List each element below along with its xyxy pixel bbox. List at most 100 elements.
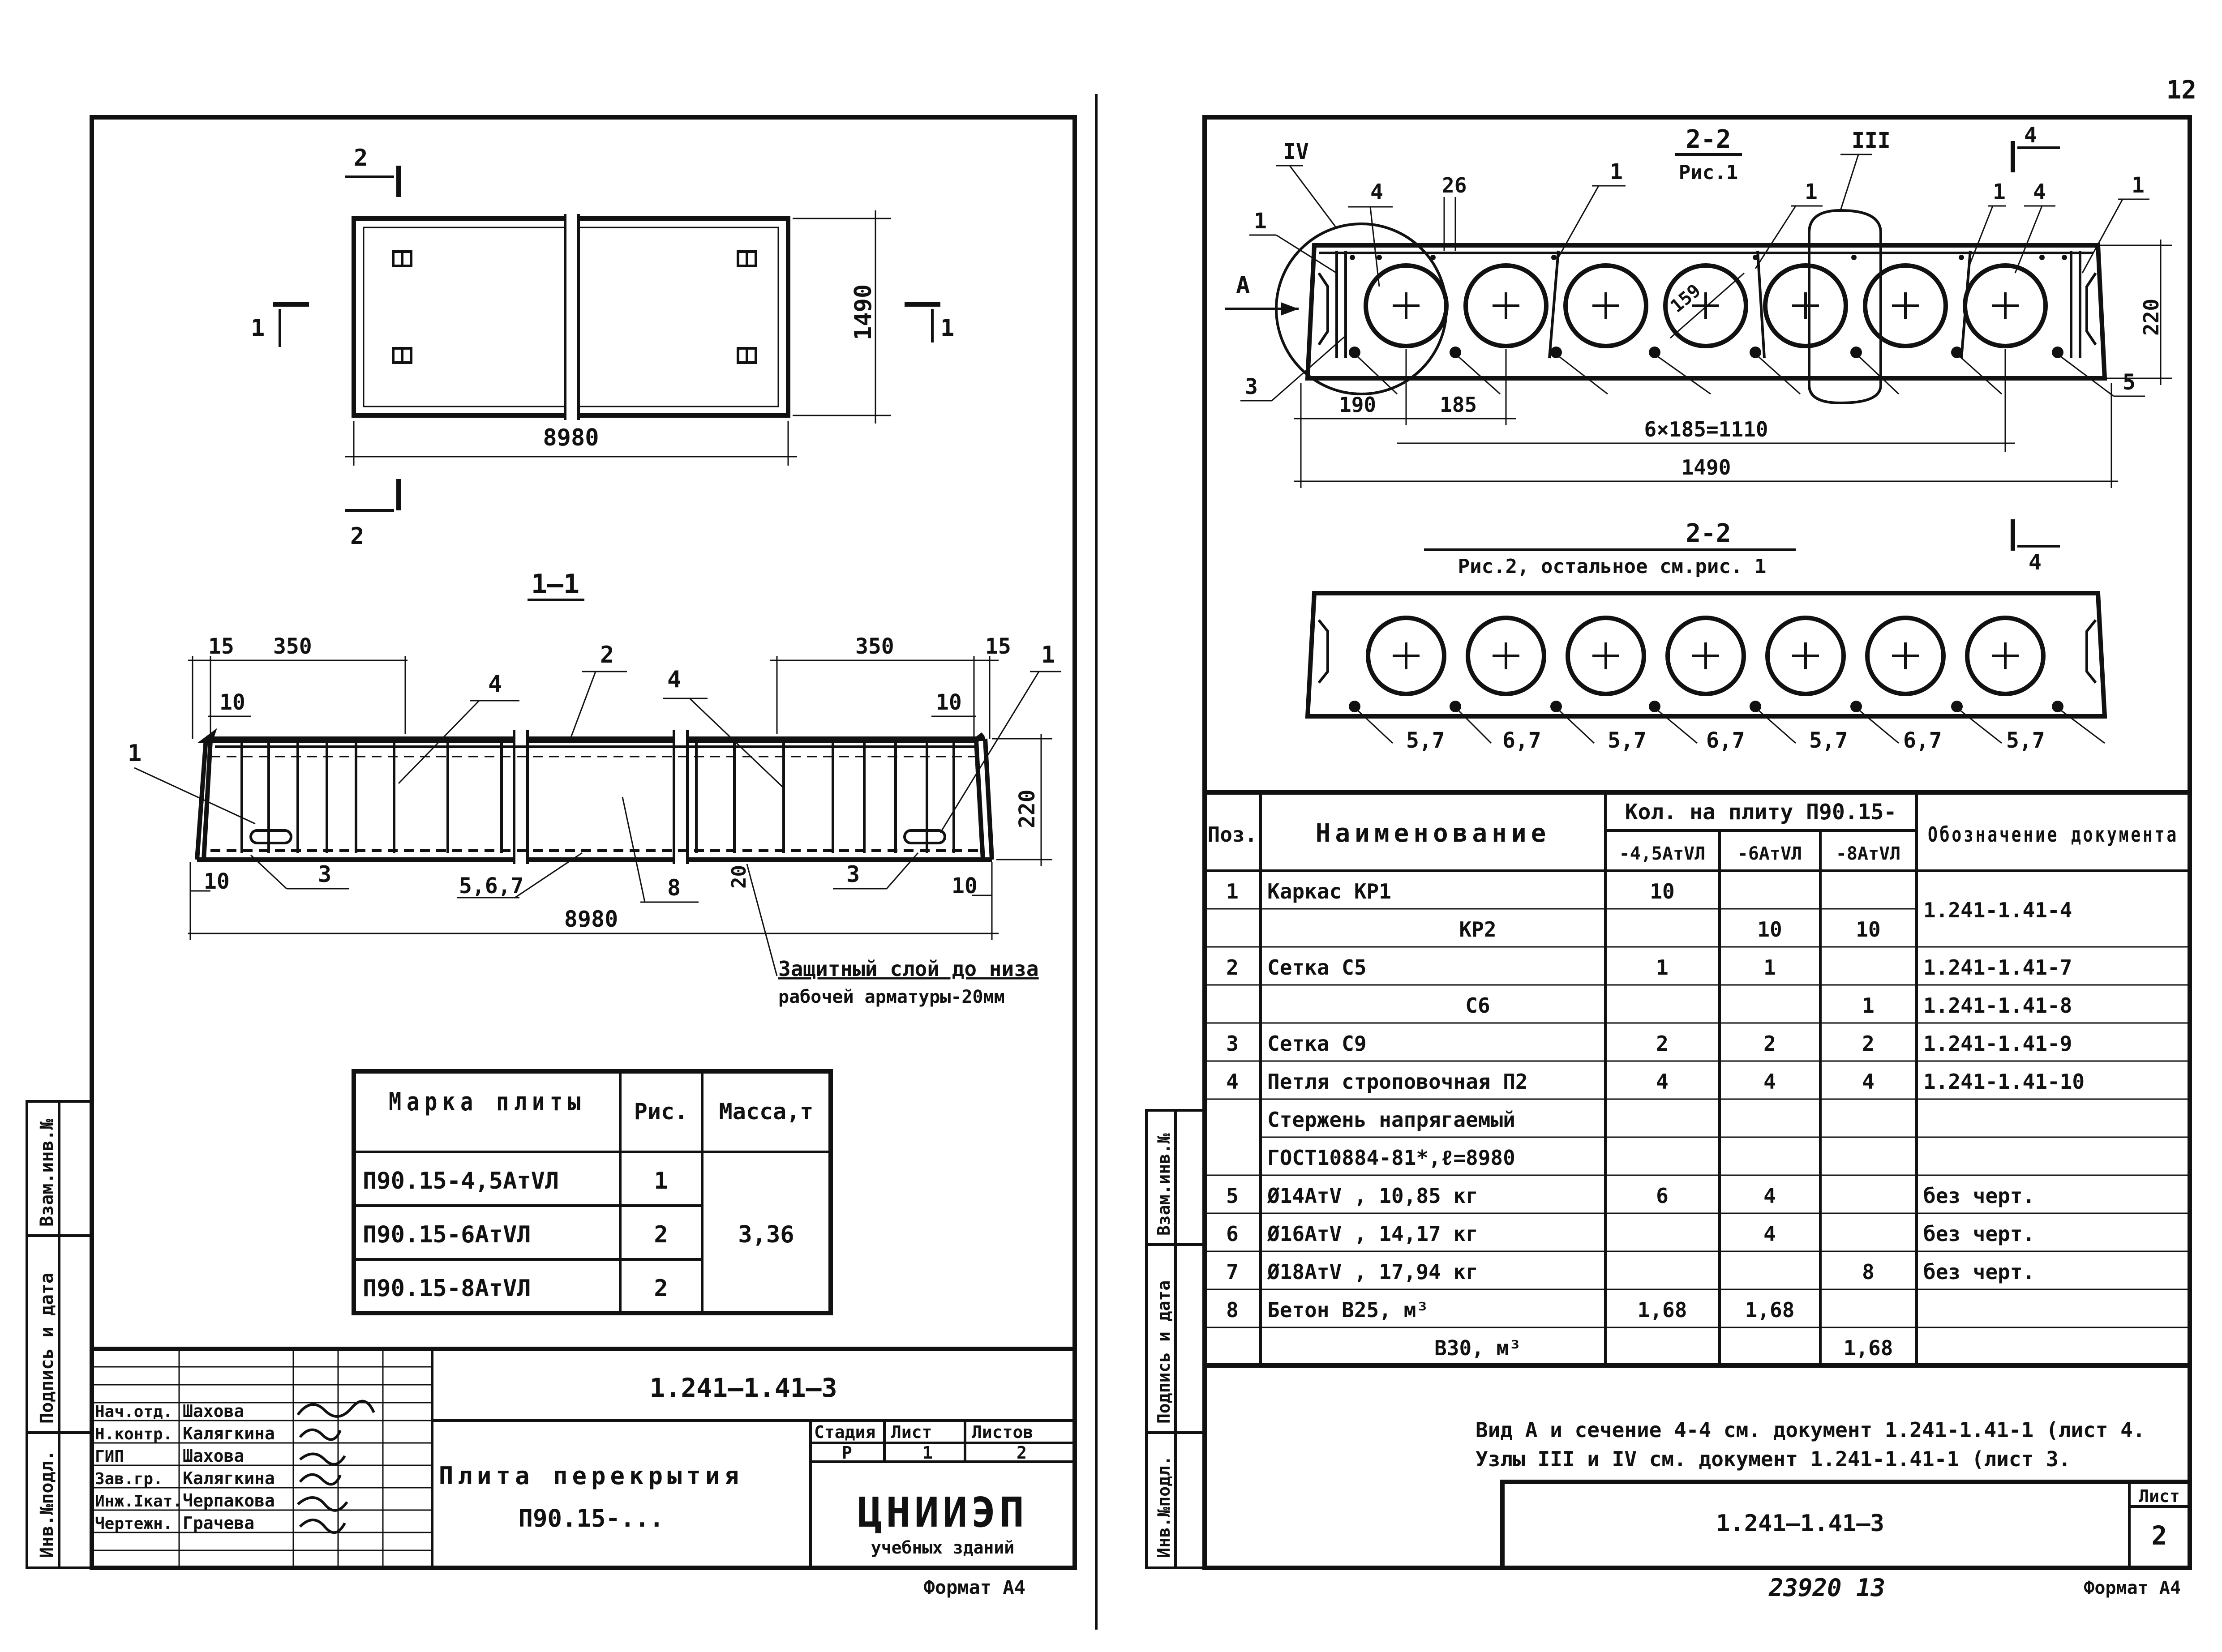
- spec-cell-q2: 4: [1763, 1184, 1776, 1208]
- spec-cell-q3: 1,68: [1844, 1336, 1893, 1360]
- section-bottom-dimensions: 8980 10 10 20: [188, 862, 999, 940]
- svg-text:4: 4: [1370, 180, 1383, 205]
- plan-lifting-loops: [392, 250, 757, 364]
- svg-text:5,7: 5,7: [2006, 728, 2045, 753]
- spec-cell-name: С6: [1465, 993, 1490, 1018]
- fig1-void-4: [1663, 263, 1748, 348]
- cover-note: Защитный слой до низа рабочей арматуры-2…: [746, 864, 1039, 1007]
- svg-text:20: 20: [728, 865, 751, 889]
- svg-text:350: 350: [855, 634, 894, 659]
- spec-cell-q1: 2: [1656, 1031, 1669, 1056]
- spec-header-doc: Обозначение документа: [1928, 822, 2179, 847]
- spec-cell-doc: без черт.: [1923, 1184, 2035, 1208]
- left-side-label-inv: Инв.№подл.: [37, 1450, 57, 1558]
- plan-width-dimension: 1490: [793, 210, 891, 424]
- fig2-slab-outline: [1305, 591, 2107, 719]
- section-callouts: 1 4 2 4 1 3 5,6,7 8: [128, 642, 1061, 903]
- spec-cell-q1: 10: [1650, 879, 1674, 903]
- marks-header-mark: Марка плиты: [389, 1087, 586, 1117]
- right-note-line1: Вид А и сечение 4-4 см. документ 1.241-1…: [1476, 1418, 2145, 1442]
- section-left-cage: [240, 743, 503, 853]
- marks-table: Марка плиты Рис. Масса,т П90.15-4,5АтVЛ …: [352, 1069, 833, 1315]
- svg-text:185: 185: [1440, 393, 1477, 417]
- spec-cell-name: ГОСТ10884-81*,ℓ=8980: [1267, 1146, 1515, 1170]
- fig1-cages: [1335, 250, 2081, 359]
- spec-header-sub-3: -8АтVЛ: [1836, 843, 1901, 864]
- spec-cell-pos: 5: [1226, 1184, 1239, 1208]
- spec-cell-doc: без черт.: [1923, 1222, 2035, 1246]
- spec-cell-q2: 10: [1757, 917, 1782, 942]
- spec-cell-q3: 10: [1856, 917, 1880, 942]
- spec-header-sub-1: -4,5АтVЛ: [1619, 843, 1706, 864]
- fig1-slab-outline: [1305, 243, 2107, 381]
- section-4-mark-bottom: 4: [2011, 519, 2060, 575]
- svg-text:3: 3: [846, 861, 860, 887]
- spec-cell-name: Сетка С5: [1267, 955, 1367, 980]
- svg-text:10: 10: [952, 873, 978, 899]
- svg-text:26: 26: [1442, 173, 1467, 197]
- left-title-line1: Плита перекрытия: [439, 1462, 743, 1490]
- spec-cell-q3: 1: [1862, 993, 1875, 1018]
- section-2-2-fig1: 2-2 Рис.1 159: [1225, 123, 2172, 488]
- section-slab-profile: [197, 728, 986, 862]
- view-a-label: А: [1236, 272, 1250, 299]
- svg-text:4: 4: [2029, 550, 2042, 575]
- section-break-gap-1: [514, 730, 528, 864]
- right-format: Формат А4: [2084, 1578, 2181, 1598]
- section-top-dimensions: 15 350 10 350 15 10: [188, 634, 1011, 739]
- fig2-bar-labels: 5,7 6,7 5,7 6,7 5,7 6,7 5,7: [1356, 709, 2105, 753]
- svg-text:1: 1: [128, 740, 142, 767]
- svg-text:1: 1: [1805, 180, 1818, 205]
- spec-cell-name: Стержень напрягаемый: [1267, 1108, 1515, 1132]
- svg-text:4: 4: [2033, 180, 2046, 205]
- spec-cell-pos: 2: [1226, 955, 1239, 980]
- spec-header-pos: Поз.: [1208, 822, 1257, 847]
- role-3: ГИП: [95, 1447, 124, 1466]
- svg-text:15: 15: [985, 634, 1011, 659]
- spec-cell-q2: 4: [1763, 1222, 1776, 1246]
- svg-text:5,7: 5,7: [1608, 728, 1647, 753]
- section-loop-left: [249, 829, 292, 844]
- svg-text:1: 1: [2132, 173, 2145, 198]
- marks-row-1-mark: П90.15-4,5АтVЛ: [363, 1168, 559, 1194]
- spec-cell-q1: 4: [1656, 1070, 1669, 1094]
- section-break-gap-2: [674, 730, 687, 864]
- spec-row-lines: [1205, 908, 2190, 1328]
- svg-text:2: 2: [600, 642, 614, 668]
- fig1-void-6: [1863, 263, 1948, 348]
- section-1-1: 1—1: [128, 569, 1061, 1007]
- sheet-label: Лист: [891, 1422, 932, 1442]
- right-doc-code: 1.241—1.41—3: [1716, 1510, 1884, 1537]
- section-mark-2-bottom: 2: [345, 479, 401, 550]
- marks-header-mass: Масса,т: [719, 1099, 814, 1125]
- spec-cell-pos: 8: [1226, 1298, 1239, 1322]
- section-2-2-fig2: 2-2 Рис.2, остальное см.рис. 1 4: [1305, 519, 2107, 753]
- right-sheet-label: Лист: [2139, 1486, 2180, 1506]
- svg-text:1: 1: [940, 315, 954, 342]
- plan-view: 2 2 1 1 1490: [251, 145, 954, 550]
- stage-value: Р: [842, 1443, 852, 1463]
- svg-text:10: 10: [204, 869, 230, 894]
- spec-cell-name: В30, м³: [1434, 1336, 1521, 1360]
- node-iii-label: III: [1852, 128, 1891, 153]
- name-2: Калягкина: [183, 1424, 275, 1443]
- marks-row-2-fig: 2: [654, 1221, 668, 1248]
- node-iv-circle: [1275, 223, 1448, 395]
- sheets-label: Листов: [972, 1422, 1033, 1442]
- svg-text:350: 350: [273, 634, 312, 659]
- svg-text:15: 15: [208, 634, 234, 659]
- page-number: 12: [2166, 76, 2196, 105]
- name-5: Черпакова: [183, 1491, 275, 1511]
- marks-row-3-fig: 2: [654, 1275, 668, 1302]
- svg-text:1490: 1490: [1682, 455, 1731, 479]
- section-4-mark-top: 4: [2011, 123, 2060, 172]
- fig1-void-3: [1563, 263, 1648, 348]
- svg-text:190: 190: [1339, 393, 1376, 417]
- name-1: Шахова: [183, 1401, 244, 1421]
- svg-text:1490: 1490: [850, 284, 877, 340]
- svg-text:6,7: 6,7: [1502, 728, 1541, 753]
- svg-text:1: 1: [1993, 180, 2006, 205]
- left-title-line2: П90.15-...: [518, 1504, 664, 1532]
- fig1-void-5: [1763, 263, 1848, 348]
- section-height-dimension: 220: [992, 734, 1052, 866]
